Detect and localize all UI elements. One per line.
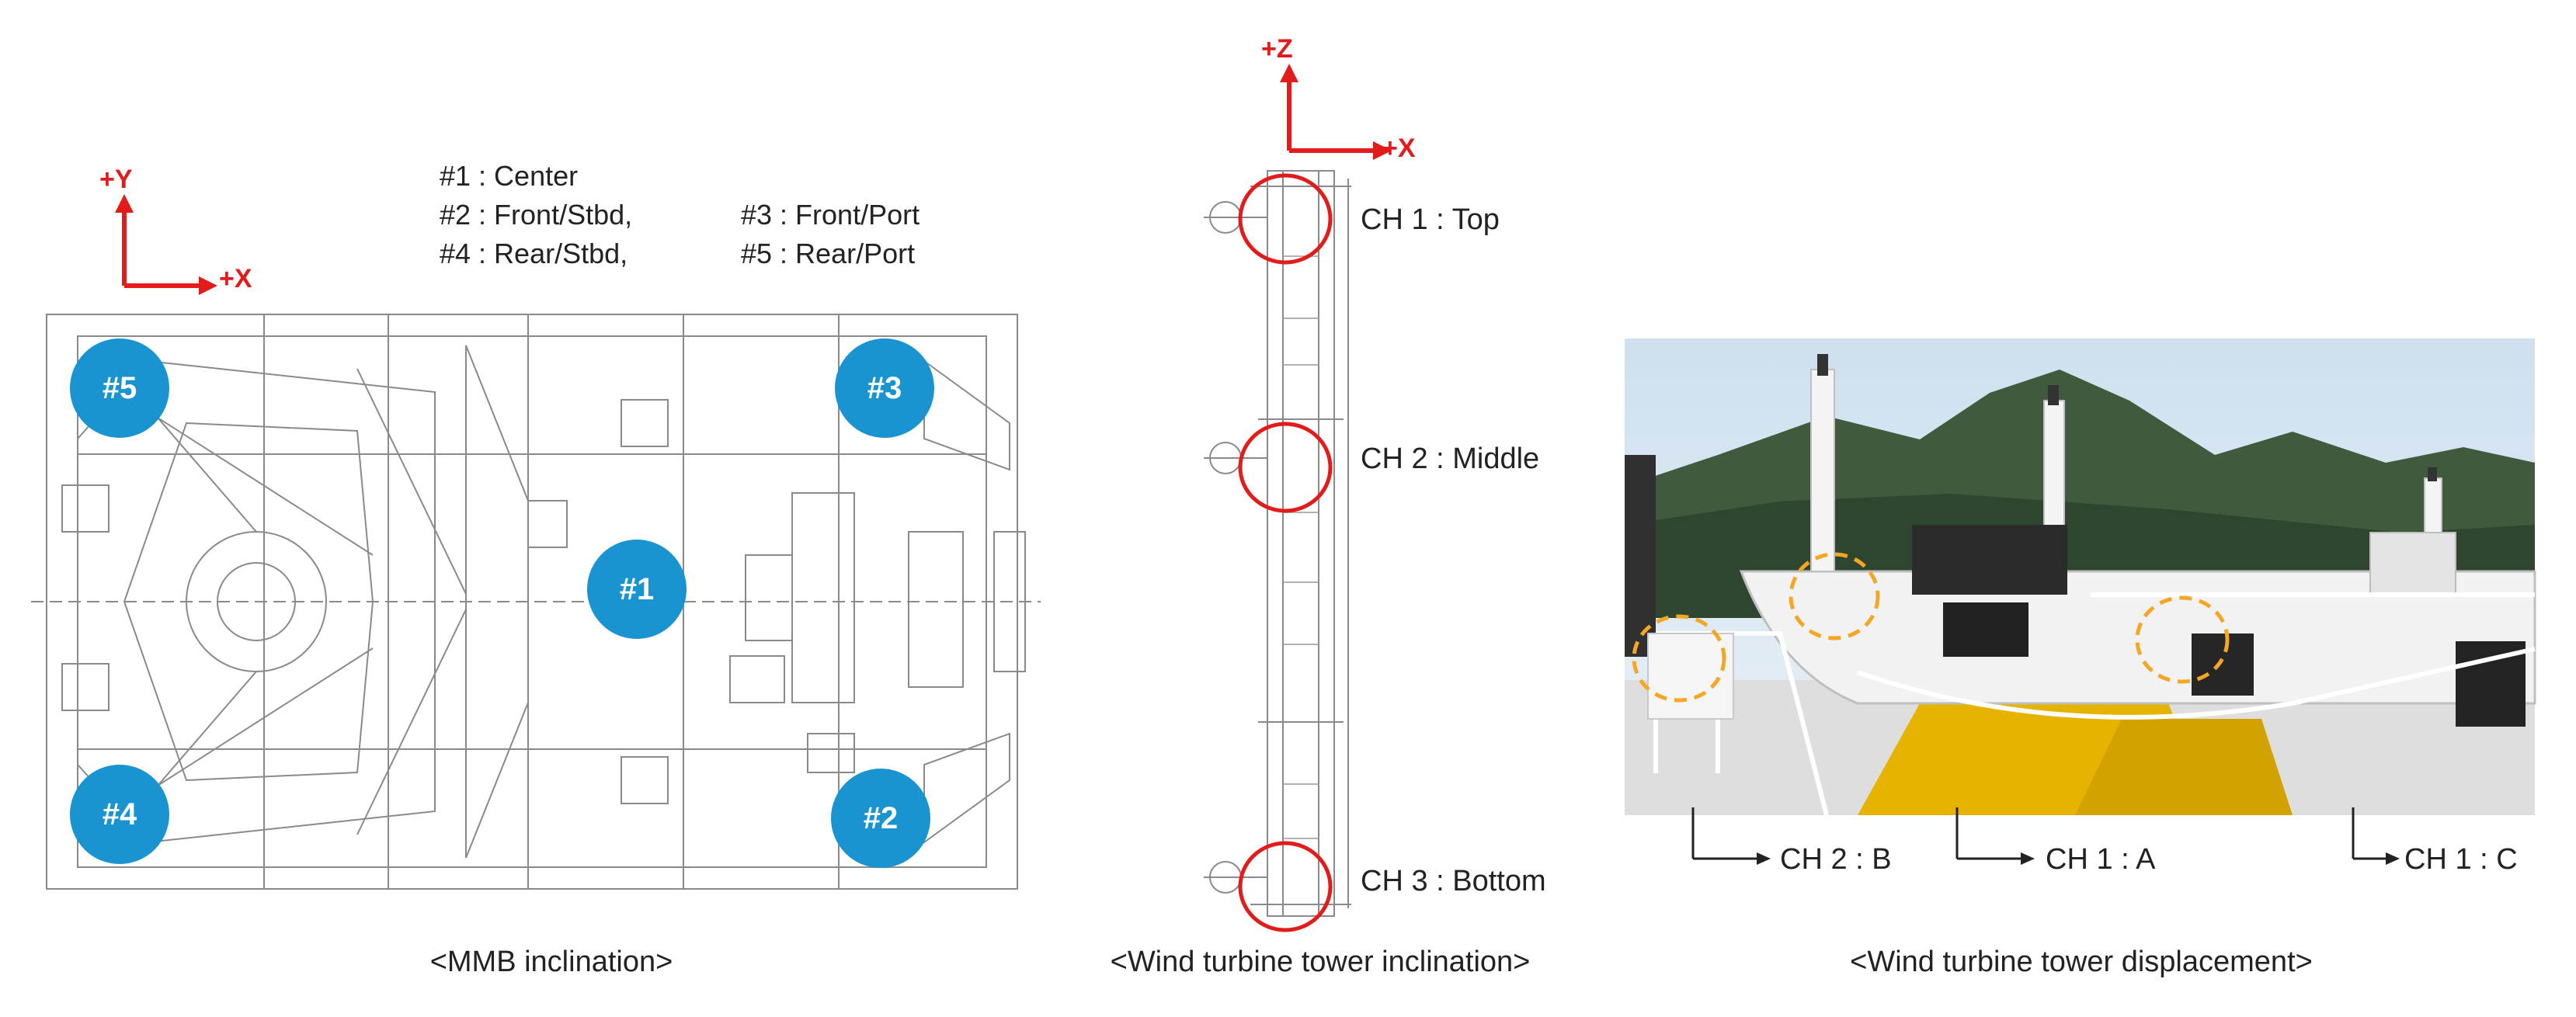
sensor-marker-2: #2 <box>831 769 930 868</box>
tower-channel-middle: CH 2 : Middle <box>1361 443 1540 475</box>
legend-line-2a: #2 : Front/Stbd, <box>440 199 633 231</box>
tower-channel-bottom: CH 3 : Bottom <box>1361 865 1546 897</box>
tower-channel-top: CH 1 : Top <box>1361 203 1500 236</box>
legend-line-3a: #4 : Rear/Stbd, <box>440 238 628 269</box>
tower-caption: <Wind turbine tower inclination> <box>1110 946 1531 978</box>
photo-channel-2b: CH 2 : B <box>1780 843 1892 876</box>
mmb-axis-arrows <box>115 194 217 295</box>
mmb-caption: <MMB inclination> <box>429 946 673 978</box>
photo-callout-lines <box>1691 807 2400 865</box>
photo-channel-1a: CH 1 : A <box>2046 843 2156 876</box>
photo-caption: <Wind turbine tower displacement> <box>1850 946 2313 978</box>
mmb-axis-y-label: +Y <box>99 165 133 194</box>
sensor-marker-3: #3 <box>835 338 934 438</box>
tower-axis-x-label: +X <box>1382 134 1416 163</box>
tower-drawing <box>1204 170 1351 932</box>
sensor-marker-4: #4 <box>70 765 169 864</box>
legend-line-2b: #3 : Front/Port <box>741 199 920 231</box>
tower-axis-z-label: +Z <box>1261 34 1293 64</box>
legend-line-1: #1 : Center <box>440 160 579 192</box>
sensor-marker-1: #1 <box>587 540 687 639</box>
legend-line-3b: #5 : Rear/Port <box>741 238 916 269</box>
vessel-deck-photo <box>1625 338 2536 816</box>
sensor-marker-5: #5 <box>70 338 169 438</box>
photo-channel-1c: CH 1 : C <box>2404 843 2518 876</box>
tower-axis-arrows <box>1280 64 1392 160</box>
mmb-axis-x-label: +X <box>219 264 252 293</box>
